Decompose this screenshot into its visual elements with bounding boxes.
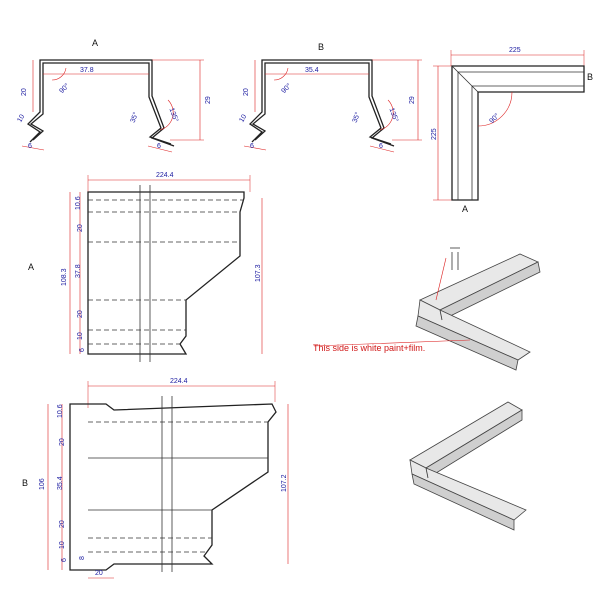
plan-a-seg-5: 6 [79, 348, 86, 352]
plan-a-label: A [28, 262, 34, 272]
profile-b-angle-lip: 35° [351, 111, 362, 124]
plan-a-seg-3: 20 [77, 310, 84, 318]
profile-a-lip-left: 10 [16, 113, 26, 123]
profile-a-section: A 37.8 20 10 29 90° 135° 35° 6 6 [16, 38, 212, 153]
corner-height: 225 [431, 128, 438, 140]
profile-a-outline [26, 59, 175, 147]
plan-a-view: A 224.4 108.3 10.6 20 37.8 20 10 6 107.3 [28, 172, 263, 362]
corner-3d-rail-bottom-face [411, 473, 515, 531]
corner-3d-rail-lower [417, 299, 531, 361]
profile-a-angle-lip: 35° [129, 111, 140, 124]
profile-b-inner [251, 62, 392, 145]
profile-a-label: A [92, 38, 98, 48]
plan-b-bottom: 20 [95, 570, 103, 577]
profile-b-height-right: 29 [409, 96, 416, 104]
profile-a-angle-top: 90° [58, 82, 71, 95]
plan-b-seg-4: 10 [59, 541, 66, 549]
plan-a-outline [87, 191, 245, 355]
paint-note: This side is white paint+film. [313, 343, 425, 353]
plan-b-seg-1: 20 [59, 438, 66, 446]
plan-a-seg-2: 37.8 [75, 264, 82, 278]
profile-a-lip-bottom-right: 6 [157, 143, 161, 150]
plan-a-seg-0: 10.6 [75, 196, 82, 210]
angle-arc [159, 99, 174, 131]
plan-b-length: 224.4 [170, 378, 188, 385]
profile-a-width: 37.8 [80, 67, 94, 74]
angle-arc [51, 67, 67, 81]
plan-b-seg-0: 10.6 [57, 404, 64, 418]
plan-b-total: 106 [39, 478, 46, 490]
profile-b-width: 35.4 [305, 67, 319, 74]
dim-line [147, 145, 173, 153]
corner-3d-rail-top [409, 401, 523, 469]
corner-inner-edge [451, 65, 584, 200]
plan-b-seg-6: 8 [79, 556, 86, 560]
corner-label-a: A [462, 204, 468, 214]
profile-b-lip-bottom-left: 6 [250, 143, 254, 150]
profile-a-height-right: 29 [205, 96, 212, 104]
profile-b-section: B 35.4 20 10 29 90° 135° 35° 6 6 [238, 42, 422, 153]
plan-a-total: 108.3 [61, 268, 68, 286]
note-leader [435, 257, 447, 301]
corner-3d-rail-bottom [409, 459, 527, 521]
plan-b-outline [69, 403, 277, 571]
plan-b-seg-5: 6 [61, 558, 68, 562]
plan-a-right: 107.3 [255, 264, 262, 282]
corner-elevation: 225 225 90° B A [431, 47, 593, 214]
dim-line [243, 145, 267, 151]
corner-width: 225 [509, 47, 521, 54]
plan-b-label: B [22, 478, 28, 488]
profile-b-lip-left: 10 [238, 113, 248, 123]
profile-b-angle-right: 135° [388, 107, 401, 124]
plan-a-seg-1: 20 [77, 224, 84, 232]
corner-label-b: B [587, 72, 593, 82]
corner-3d-view-1: This side is white paint+film. [313, 247, 541, 371]
plan-b-right: 107.2 [281, 474, 288, 492]
plan-a-length: 224.4 [156, 172, 174, 179]
profile-a-lip-bottom-left: 6 [28, 143, 32, 150]
corner-angle: 90° [488, 112, 501, 125]
miter-line [425, 467, 429, 479]
angle-arc [477, 91, 513, 127]
dim-line [21, 145, 45, 151]
plan-b-view: B 224.4 106 10.6 20 35.4 20 10 6 8 107.2… [22, 378, 289, 579]
profile-b-outline [248, 59, 395, 147]
dim-line [369, 145, 395, 153]
profile-a-height-left: 20 [21, 88, 28, 96]
profile-a-angle-right: 135° [168, 107, 181, 124]
angle-arc [379, 99, 394, 131]
note-leader [313, 339, 471, 347]
profile-a-inner [29, 62, 172, 145]
miter-line [439, 309, 443, 321]
plan-b-seg-3: 20 [59, 520, 66, 528]
profile-b-label: B [318, 42, 324, 52]
angle-arc [273, 67, 289, 81]
profile-b-lip-bottom-right: 6 [379, 143, 383, 150]
plan-b-seg-2: 35.4 [57, 476, 64, 490]
plan-a-seg-4: 10 [77, 332, 84, 340]
corner-3d-view-2 [409, 401, 527, 531]
profile-b-angle-top: 90° [280, 82, 293, 95]
profile-b-height-left: 20 [243, 88, 250, 96]
corner-3d-rail-lower-face [415, 315, 519, 371]
